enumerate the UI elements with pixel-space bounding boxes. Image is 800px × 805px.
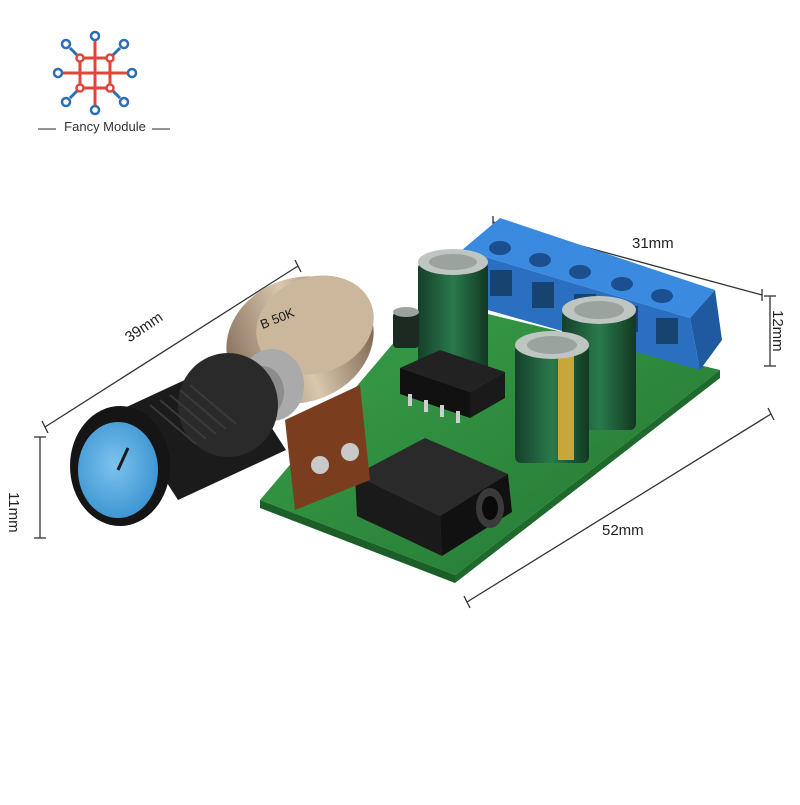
brand-name: Fancy Module bbox=[64, 119, 146, 134]
ic-chip bbox=[400, 350, 505, 423]
audio-jack bbox=[355, 438, 512, 556]
capacitor bbox=[515, 331, 589, 463]
small-capacitor bbox=[393, 307, 419, 348]
brand-logo bbox=[38, 30, 170, 130]
capacitor bbox=[418, 249, 488, 372]
dimension-width: 31mm bbox=[632, 235, 674, 252]
dimension-length: 52mm bbox=[602, 522, 644, 539]
volume-knob bbox=[70, 353, 286, 526]
dimension-height-right: 12mm bbox=[769, 310, 786, 352]
dimension-height-left: 11mm bbox=[5, 492, 22, 533]
